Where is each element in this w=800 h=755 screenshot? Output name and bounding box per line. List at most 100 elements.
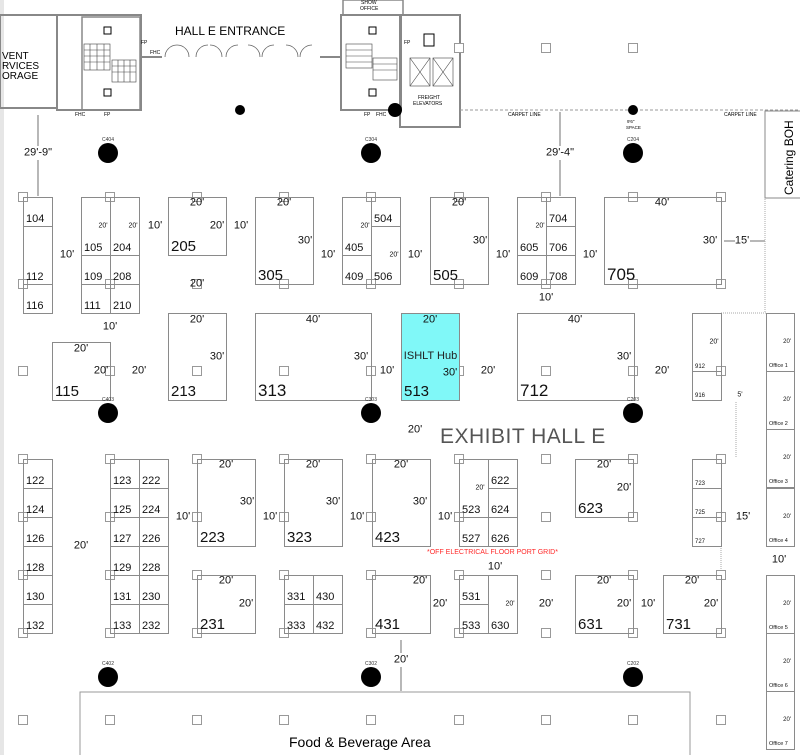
column-marker [192,366,202,376]
dimension-label: 20' [93,364,109,377]
booth-231[interactable]: 231 [197,575,256,634]
dimension-label: 20' [305,458,321,471]
booth-712[interactable]: 712 [517,313,635,401]
office-5[interactable]: 20'Office 5 [766,575,795,634]
freight-elevators-label-2: ELEVATORS [413,101,443,107]
booth-333[interactable]: 333 [284,604,314,634]
booth-708[interactable]: 708 [546,255,576,285]
column-marker [628,43,638,53]
booth-706[interactable]: 706 [546,226,576,256]
office-1[interactable]: 20'Office 1 [766,313,795,372]
booth-631[interactable]: 631 [575,575,634,634]
booth-112[interactable]: 112 [23,226,53,285]
booth-409[interactable]: 409 [342,255,372,285]
booth-506[interactable]: 506 [371,226,401,285]
booth-205[interactable]: 205 [168,197,227,256]
booth-131[interactable]: 131 [110,575,140,605]
office-6[interactable]: 20'Office 6 [766,633,795,692]
booth-423[interactable]: 423 [372,459,431,547]
booth-704[interactable]: 704 [546,197,576,227]
booth-116[interactable]: 116 [23,284,53,314]
booth-230[interactable]: 230 [139,575,169,605]
booth-731[interactable]: 731 [663,575,722,634]
dimension-label: 10' [175,510,191,523]
booth-533[interactable]: 533 [459,604,489,634]
booth-305[interactable]: 305 [255,197,314,285]
booth-223[interactable]: 223 [197,459,256,547]
office-3[interactable]: 20'Office 3 [766,429,795,488]
booth-number: 723 [695,481,706,487]
booth-125[interactable]: 125 [110,488,140,518]
booth-109[interactable]: 109 [81,255,111,285]
booth-228[interactable]: 228 [139,546,169,576]
booth-226[interactable]: 226 [139,517,169,547]
dimension-label: 15' [734,234,750,247]
booth-122[interactable]: 122 [23,459,53,489]
booth-number: 504 [374,213,393,225]
booth-527[interactable]: 527 [459,517,489,547]
booth-104[interactable]: 104 [23,197,53,227]
booth-313[interactable]: 313 [255,313,372,401]
booth-222[interactable]: 222 [139,459,169,489]
booth-130[interactable]: 130 [23,575,53,605]
booth-127[interactable]: 127 [110,517,140,547]
booth-705[interactable]: 705 [604,197,722,285]
booth-128[interactable]: 128 [23,546,53,576]
column-marker [628,715,638,725]
booth-622[interactable]: 622 [488,459,518,489]
booth-224[interactable]: 224 [139,488,169,518]
booth-208[interactable]: 208 [110,255,140,285]
booth-232[interactable]: 232 [139,604,169,634]
booth-331[interactable]: 331 [284,575,314,605]
booth-132[interactable]: 132 [23,604,53,634]
column-icon [361,403,381,423]
booth-916[interactable]: 916 [692,371,722,401]
dimension-label: 40' [654,196,670,209]
column-marker [18,366,28,376]
booth-133[interactable]: 133 [110,604,140,634]
booth-630[interactable]: 630 [488,575,518,634]
booth-505[interactable]: 505 [430,197,489,285]
column-marker [192,715,202,725]
dimension-label: 10' [233,219,249,232]
booth-609[interactable]: 609 [517,255,547,285]
column-icon [98,667,118,687]
dimension-label: 10' [407,248,423,261]
dimension-label: 30' [209,350,225,363]
column-label: C302 [365,661,377,667]
booth-210[interactable]: 210 [110,284,140,314]
office-7[interactable]: 20'Office 7 [766,691,795,750]
booth-431[interactable]: 431 [372,575,431,634]
booth-number: 725 [695,510,706,516]
booth-432[interactable]: 432 [313,604,343,634]
booth-723[interactable]: 723 [692,459,722,489]
booth-number: 116 [26,300,44,312]
column-label: C202 [627,661,639,667]
booth-430[interactable]: 430 [313,575,343,605]
booth-number: 105 [84,242,103,254]
booth-124[interactable]: 124 [23,488,53,518]
booth-number: 916 [695,393,706,399]
booth-623[interactable]: 623 [575,459,634,518]
booth-number: 704 [549,213,568,225]
column-label: C203 [627,397,639,403]
column-icon [361,667,381,687]
booth-531[interactable]: 531 [459,575,489,605]
booth-129[interactable]: 129 [110,546,140,576]
booth-624[interactable]: 624 [488,488,518,518]
booth-725[interactable]: 725 [692,488,722,518]
office-2[interactable]: 20'Office 2 [766,371,795,430]
booth-number: 213 [171,383,197,400]
booth-626[interactable]: 626 [488,517,518,547]
booth-115[interactable]: 115 [52,342,111,401]
booth-123[interactable]: 123 [110,459,140,489]
booth-504[interactable]: 504 [371,197,401,227]
office-4[interactable]: 20'Office 4 [766,488,795,547]
booth-213[interactable]: 213 [168,313,227,401]
booth-323[interactable]: 323 [284,459,343,547]
booth-111[interactable]: 111 [81,284,111,314]
booth-126[interactable]: 126 [23,517,53,547]
booth-727[interactable]: 727 [692,517,722,547]
booth-number: 208 [113,271,132,283]
